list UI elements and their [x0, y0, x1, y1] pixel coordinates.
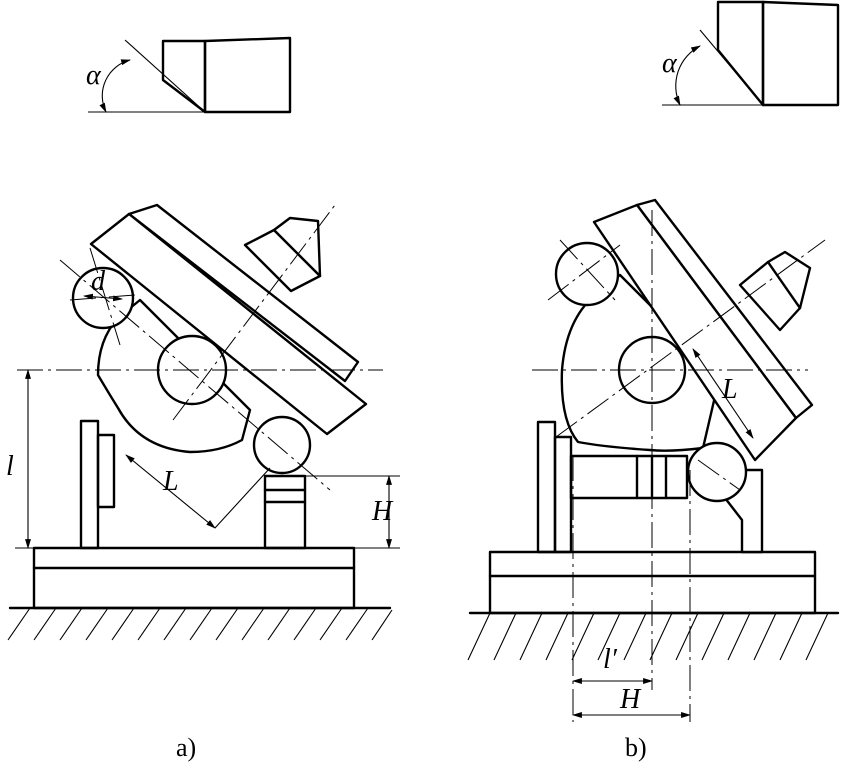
surface-plate-a — [32, 546, 356, 610]
ground-hatch-b — [467, 612, 829, 661]
alpha-label-b: α — [662, 48, 678, 79]
l-label: l — [6, 451, 14, 482]
roller-left-b — [554, 241, 620, 307]
angle-detail-a: α — [86, 36, 292, 114]
alpha-label-a: α — [86, 60, 102, 91]
tilted-plate-a — [89, 212, 368, 436]
roller-right-a — [252, 415, 312, 475]
support-column-b — [536, 420, 557, 554]
gauge-block-stack-b — [569, 454, 689, 500]
roller-right-b — [686, 441, 748, 503]
gauge-block-stack-a — [263, 474, 307, 550]
caption-b: b) — [625, 733, 647, 762]
figure-b: L l′ H — [467, 198, 840, 722]
ground-hatch-a — [7, 607, 393, 641]
L-label-b: L — [721, 374, 738, 405]
l-prime-label: l′ — [603, 644, 618, 675]
H-label-a: H — [371, 496, 394, 527]
L-label-a: L — [162, 466, 179, 497]
figure-a: d l H L — [6, 203, 400, 641]
H-label-b: H — [619, 684, 642, 715]
d-label: d — [91, 266, 106, 297]
support-column-a — [79, 419, 100, 550]
angle-detail-b: α — [662, 0, 840, 107]
caption-a: a) — [176, 733, 196, 762]
